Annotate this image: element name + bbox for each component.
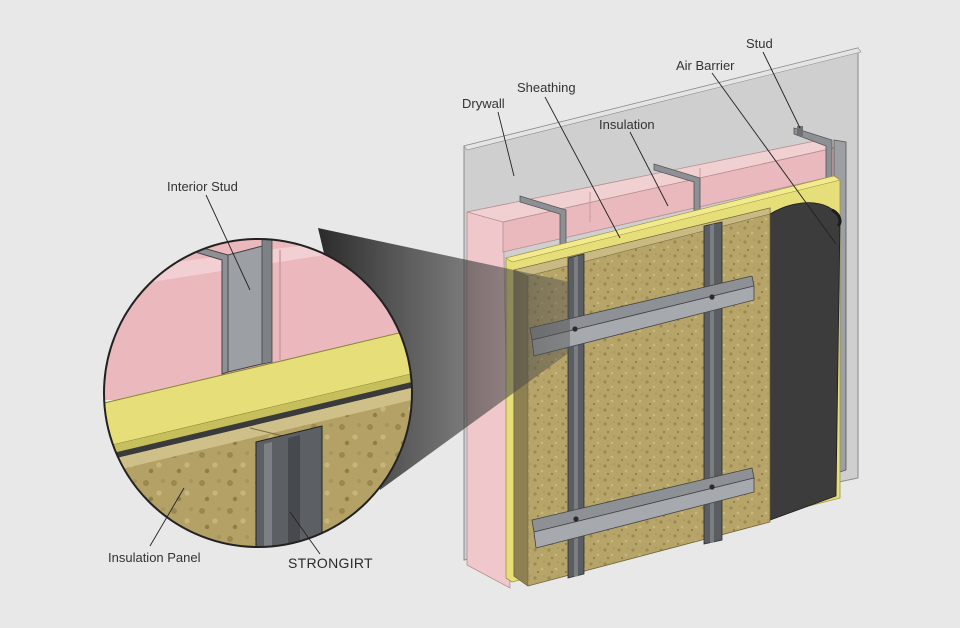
leader-lines [149,51,837,555]
horizontal-girts [529,275,755,549]
label-drywall: Drywall [462,96,505,111]
label-strongirt: STRONGIRT [288,555,373,571]
label-stud: Stud [746,36,773,51]
label-air-barrier: Air Barrier [676,58,735,73]
magnified-detail [103,238,413,548]
label-insulation-panel: Insulation Panel [108,550,201,565]
air-barrier-layer [769,202,842,521]
label-sheathing: Sheathing [517,80,576,95]
label-insulation: Insulation [599,117,655,132]
label-interior-stud: Interior Stud [167,179,238,194]
labels: Stud Air Barrier Sheathing Drywall Insul… [108,36,773,571]
